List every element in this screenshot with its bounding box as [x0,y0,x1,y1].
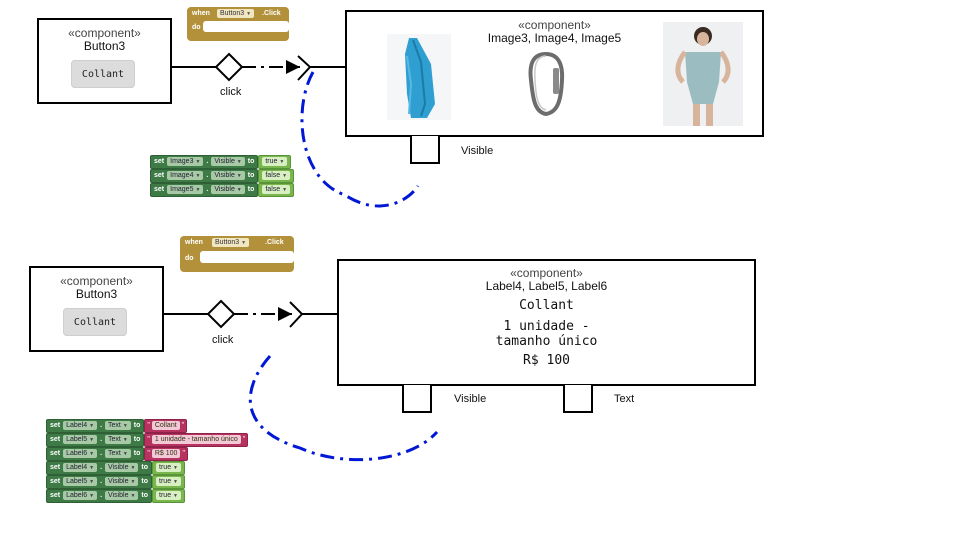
property-dropdown: Visible ▼ [211,157,245,166]
top-decision-diamond [214,52,244,82]
text-value: 1 unidade - tamanho único [151,435,241,444]
top-button-stereotype: «component» [68,26,141,40]
set-block-row[interactable]: set Label6 ▼ . Visible ▼ to true ▼ [46,488,185,503]
bottom-labels-names: Label4, Label5, Label6 [485,279,608,293]
bodysuit-image [663,22,743,126]
text-value: Collant [151,421,180,430]
top-event-component-dropdown[interactable]: Button3 ▼ [217,9,255,18]
set-block-row[interactable]: set Label4 ▼ . Text ▼ to "Collant" [46,418,188,433]
bool-value: true ▼ [156,477,181,486]
set-block-row[interactable]: set Label5 ▼ . Text ▼ to "1 unidade - ta… [46,432,249,447]
component-dropdown: Label6 ▼ [63,491,98,500]
blue-fabric-image [387,34,451,120]
set-block-row[interactable]: set Image5 ▼ . Visible ▼ to false ▼ [150,182,295,197]
bool-value: true ▼ [156,463,181,472]
bottom-visible-port [402,385,432,413]
set-block-row[interactable]: set Image4 ▼ . Visible ▼ to false ▼ [150,168,295,183]
component-dropdown: Label6 ▼ [63,449,98,458]
bottom-click-label: click [212,334,234,346]
top-event-do: do [192,24,201,31]
bottom-event-when: when [185,239,203,246]
top-event-block[interactable]: when Button3 ▼ .Click do [187,7,289,41]
bottom-decision-diamond [206,299,236,329]
component-dropdown: Image3 ▼ [167,157,204,166]
top-button-name: Button3 [83,39,126,53]
component-dropdown: Label4 ▼ [63,421,98,430]
bottom-event-do-slot [200,251,294,263]
bool-value: false ▼ [262,185,291,194]
property-dropdown: Text ▼ [105,435,131,444]
top-visible-port [410,136,440,164]
top-button-component: «component» Button3 Collant [37,18,172,104]
bottom-event-do: do [185,255,194,262]
set-block-row[interactable]: set Image3 ▼ . Visible ▼ to true ▼ [150,154,292,169]
bottom-visible-port-label: Visible [454,393,487,405]
bottom-button-stereotype: «component» [60,274,133,288]
label4-text: Collant [519,298,574,313]
text-value: R$ 100 [151,449,181,458]
bottom-button-name: Button3 [75,287,118,301]
bottom-event-block[interactable]: when Button3 ▼ .Click do [180,236,294,272]
property-dropdown: Visible ▼ [105,491,139,500]
top-event-when: when [192,10,210,17]
component-dropdown: Label5 ▼ [63,435,98,444]
set-block-row[interactable]: set Label6 ▼ . Text ▼ to "R$ 100" [46,446,188,461]
property-dropdown: Text ▼ [105,449,131,458]
top-images-component: «component» Image3, Image4, Image5 [345,10,764,137]
component-dropdown: Image5 ▼ [167,185,204,194]
label5-text-line2: tamanho único [495,334,598,349]
label5-text-line1: 1 unidade - [503,319,590,334]
component-dropdown: Label4 ▼ [63,463,98,472]
bottom-labels-stereotype: «component» [510,266,583,280]
property-dropdown: Text ▼ [105,421,131,430]
property-dropdown: Visible ▼ [105,477,139,486]
top-event-name: .Click [262,10,281,17]
carabiner-image [528,51,565,117]
top-event-do-slot [203,21,289,32]
property-dropdown: Visible ▼ [211,185,245,194]
top-arrow-head [286,60,300,74]
bottom-text-port-label: Text [614,393,635,405]
bottom-event-component-dropdown[interactable]: Button3 ▼ [212,238,250,247]
bottom-arrow-head [278,307,292,321]
bottom-labels-component: «component» Label4, Label5, Label6 Colla… [337,259,756,386]
set-block-row[interactable]: set Label4 ▼ . Visible ▼ to true ▼ [46,460,185,475]
property-dropdown: Visible ▼ [211,171,245,180]
property-dropdown: Visible ▼ [105,463,139,472]
top-images-stereotype: «component» [518,18,591,32]
component-dropdown: Image4 ▼ [167,171,204,180]
set-block-row[interactable]: set Label5 ▼ . Visible ▼ to true ▼ [46,474,185,489]
top-click-label: click [220,86,242,98]
top-dashed-curve [300,71,420,208]
bool-value: true ▼ [156,491,181,500]
label6-text: R$ 100 [523,353,570,368]
top-images-names: Image3, Image4, Image5 [487,31,622,45]
component-dropdown: Label5 ▼ [63,477,98,486]
bool-value: true ▼ [262,157,288,166]
bottom-dashed-curve [248,355,439,462]
bottom-button-component: «component» Button3 Collant [29,266,164,352]
bottom-event-name: .Click [265,239,284,246]
bool-value: false ▼ [262,171,291,180]
bottom-collant-button[interactable]: Collant [63,308,127,336]
top-visible-port-label: Visible [461,145,494,157]
top-collant-button[interactable]: Collant [71,60,135,88]
bottom-text-port [563,385,593,413]
